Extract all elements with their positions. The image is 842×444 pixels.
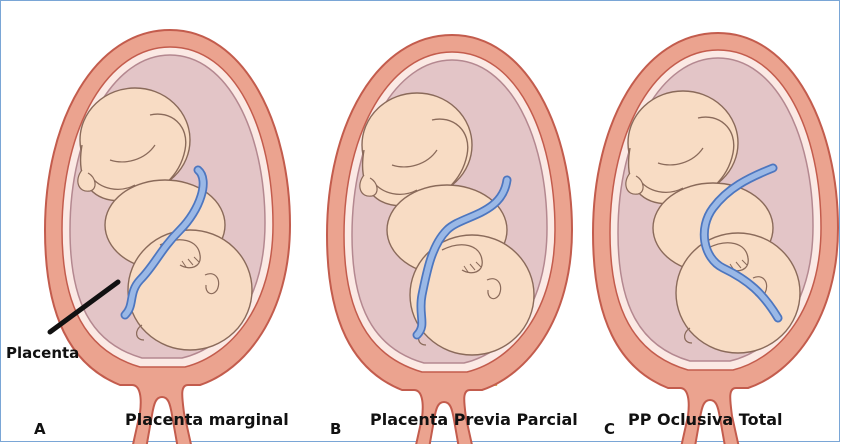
panel-a-letter: A — [34, 420, 46, 438]
panel-a-illustration — [45, 30, 290, 444]
panel-c-caption: PP Oclusiva Total — [628, 410, 783, 429]
panel-c-letter: C — [604, 420, 615, 438]
panel-b-illustration — [327, 35, 572, 444]
panel-a-caption: Placenta marginal — [125, 410, 289, 429]
placenta-label: Placenta — [6, 344, 79, 362]
panel-c-illustration — [593, 33, 838, 444]
panel-b-caption: Placenta Previa Parcial — [370, 410, 578, 429]
panel-b-letter: B — [330, 420, 341, 438]
